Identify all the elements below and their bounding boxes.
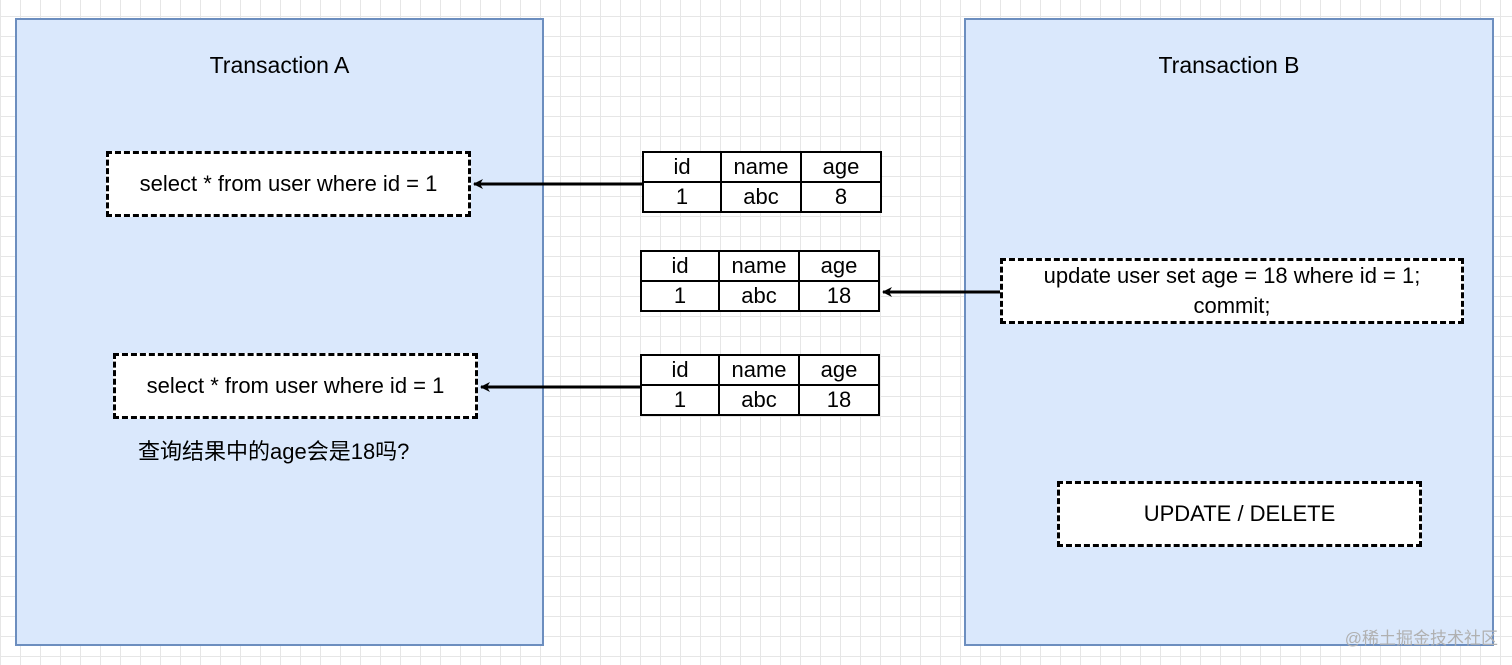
header-cell-id: id	[640, 250, 720, 282]
header-cell-age: age	[798, 354, 880, 386]
cell-id: 1	[642, 181, 722, 213]
row-table-1: id name age 1 abc 8	[642, 151, 882, 213]
header-cell-age: age	[800, 151, 882, 183]
table-row: 1 abc 8	[642, 181, 882, 213]
header-cell-name: name	[718, 250, 800, 282]
watermark: @稀土掘金技术社区	[1344, 629, 1498, 648]
cell-name: abc	[718, 280, 800, 312]
update-statement-line-2: commit;	[1193, 293, 1271, 318]
cell-age: 8	[800, 181, 882, 213]
header-cell-name: name	[720, 151, 802, 183]
cell-id: 1	[640, 280, 720, 312]
update-delete-text: UPDATE / DELETE	[1143, 501, 1336, 526]
header-cell-age: age	[798, 250, 880, 282]
table-header-row: id name age	[640, 250, 880, 282]
cell-name: abc	[718, 384, 800, 416]
transaction-a-panel: Transaction A	[15, 18, 544, 646]
update-statement-box: update user set age = 18 where id = 1; c…	[1000, 258, 1464, 324]
select-query-box-2: select * from user where id = 1	[113, 353, 478, 419]
update-statement-line-1: update user set age = 18 where id = 1;	[1043, 263, 1421, 288]
table-header-row: id name age	[642, 151, 882, 183]
row-table-3: id name age 1 abc 18	[640, 354, 880, 416]
cell-age: 18	[798, 280, 880, 312]
header-cell-id: id	[642, 151, 722, 183]
table-row: 1 abc 18	[640, 384, 880, 416]
cell-id: 1	[640, 384, 720, 416]
select-query-box-1: select * from user where id = 1	[106, 151, 471, 217]
row-table-2: id name age 1 abc 18	[640, 250, 880, 312]
table-header-row: id name age	[640, 354, 880, 386]
cell-age: 18	[798, 384, 880, 416]
transaction-a-title: Transaction A	[209, 52, 350, 78]
select-query-2-text: select * from user where id = 1	[146, 373, 445, 398]
table-row: 1 abc 18	[640, 280, 880, 312]
transaction-b-title: Transaction B	[1158, 52, 1300, 78]
header-cell-name: name	[718, 354, 800, 386]
cell-name: abc	[720, 181, 802, 213]
header-cell-id: id	[640, 354, 720, 386]
select-query-1-text: select * from user where id = 1	[139, 171, 438, 196]
update-delete-box: UPDATE / DELETE	[1057, 481, 1422, 547]
question-text: 查询结果中的age会是18吗?	[138, 439, 410, 464]
